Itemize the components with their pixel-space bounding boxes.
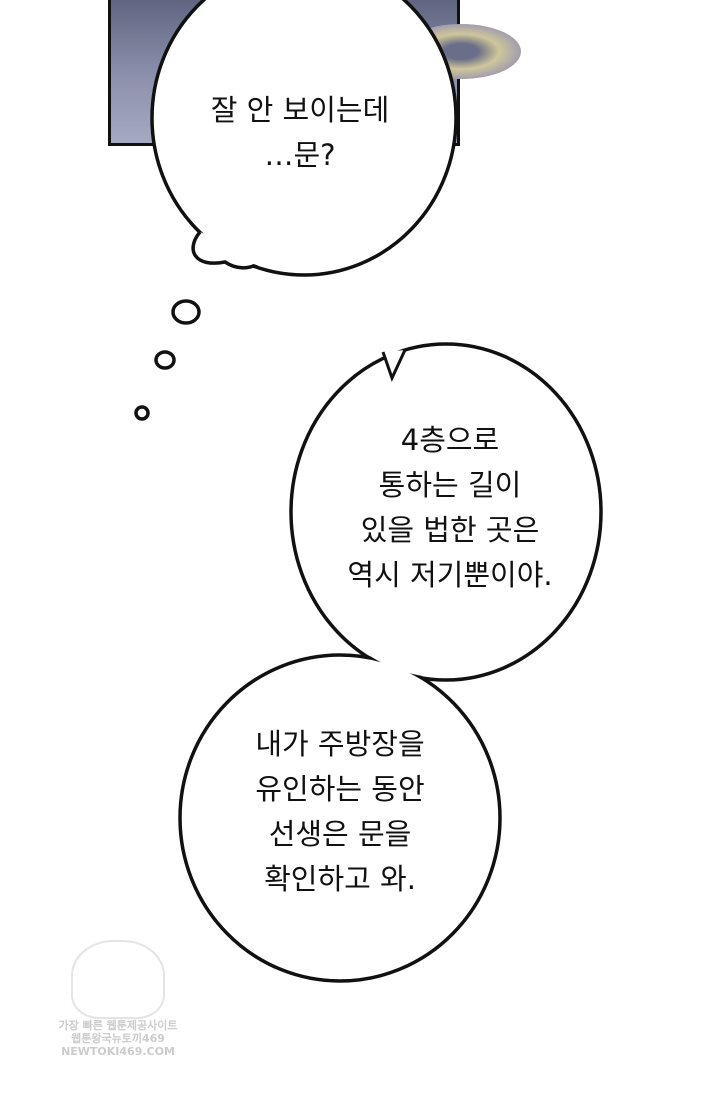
bubble-bottom-text: 내가 주방장을 유인하는 동안 선생은 문을 확인하고 와. — [255, 722, 424, 902]
text-line: 선생은 문을 — [268, 817, 412, 851]
thought-dot-medium — [154, 350, 176, 370]
text-line: 4층으로 — [400, 423, 500, 457]
bubble-notch — [381, 349, 407, 382]
bubble-top-text: 잘 안 보이는데 …문? — [211, 88, 390, 178]
text-line: 확인하고 와. — [264, 862, 416, 896]
text-line: 내가 주방장을 — [255, 727, 425, 761]
bubble-middle-text: 4층으로 통하는 길이 있을 법한 곳은 역시 저기뿐이야. — [347, 418, 552, 598]
watermark-mascot — [71, 940, 165, 1019]
watermark-line: 가장 빠른 웹툰제공사이트 — [58, 1019, 178, 1032]
text-line: 유인하는 동안 — [255, 772, 425, 806]
watermark-line: 웹툰왕국뉴토끼469 — [71, 1032, 165, 1045]
watermark: 가장 빠른 웹툰제공사이트 웹툰왕국뉴토끼469 NEWTOKI469.COM — [48, 940, 188, 1058]
thought-dot-small — [134, 405, 150, 421]
text-line: 통하는 길이 — [378, 468, 522, 502]
text-line: …문? — [264, 138, 336, 172]
text-line: 있을 법한 곳은 — [360, 513, 540, 547]
thought-dot-large — [171, 299, 201, 325]
watermark-line: NEWTOKI469.COM — [61, 1045, 175, 1058]
text-line: 잘 안 보이는데 — [210, 93, 390, 127]
text-line: 역시 저기뿐이야. — [347, 558, 553, 592]
